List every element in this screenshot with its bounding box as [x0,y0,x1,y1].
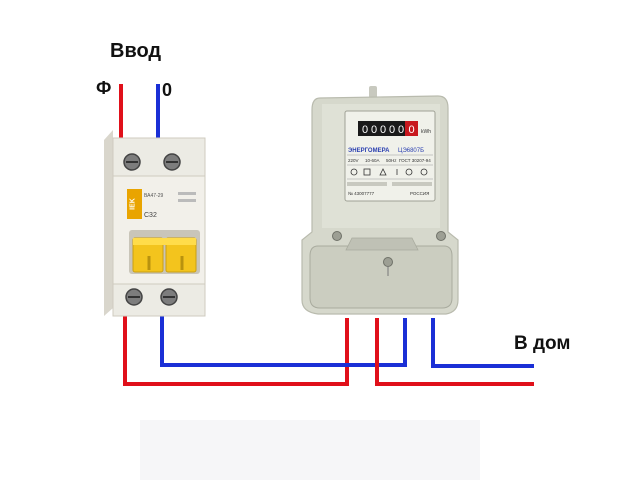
meter-counter [358,121,418,136]
phase-label: Ф [96,78,112,98]
meter-seal-screw-left [332,231,342,241]
counter-digit-3: 0 [380,124,386,136]
iek-logo [127,189,142,219]
floor-shadow [140,420,480,480]
neutral-label: 0 [162,80,173,100]
iek-logo-text: IEK [130,198,137,210]
meter-serial: № 43007777 [348,191,375,196]
meter-spec-frequency: 50Hz [386,158,397,163]
counter-digit-2: 0 [371,124,377,136]
electricity-meter: 0 0 0 0 0 0 kWh ЭНЕРГОМЕРА ЦЭ6807Б 220V … [301,86,459,315]
counter-digit-4: 0 [389,124,395,136]
breaker-to-meter-phase-wire [123,312,349,386]
house-phase-wire [375,318,534,386]
meter-counter-digits: 0 0 0 0 0 [362,124,404,136]
meter-terminal-cover [309,245,453,309]
meter-brand: ЭНЕРГОМЕРА [348,148,390,154]
breaker-rating: C32 [144,212,157,219]
meter-cover-screw [383,257,393,267]
meter-spec-current: 10-60A [365,158,380,163]
counter-digit-1: 0 [362,124,368,136]
counter-digit-5: 0 [398,124,404,136]
meter-symbols [350,168,428,176]
meter-spec-standard: ГОСТ 30207-94 [399,158,431,163]
counter-digit-6: 0 [408,124,414,136]
meter-unit: kWh [421,129,431,135]
meter-model: ЦЭ6807Б [398,148,424,154]
meter-country: РОССИЯ [410,191,429,196]
circuit-breaker: IEK ВА47-29 C32 [104,130,206,317]
input-label: Ввод [110,40,162,62]
breaker-to-meter-neutral-wire [160,312,407,367]
wires [119,84,534,386]
meter-seal-screw-right [436,231,446,241]
to-house-label: В дом [514,333,571,354]
breaker-model: ВА47-29 [144,193,164,199]
house-neutral-wire [431,318,534,368]
breaker-side [104,130,113,316]
meter-spec-voltage: 220V [348,158,359,163]
